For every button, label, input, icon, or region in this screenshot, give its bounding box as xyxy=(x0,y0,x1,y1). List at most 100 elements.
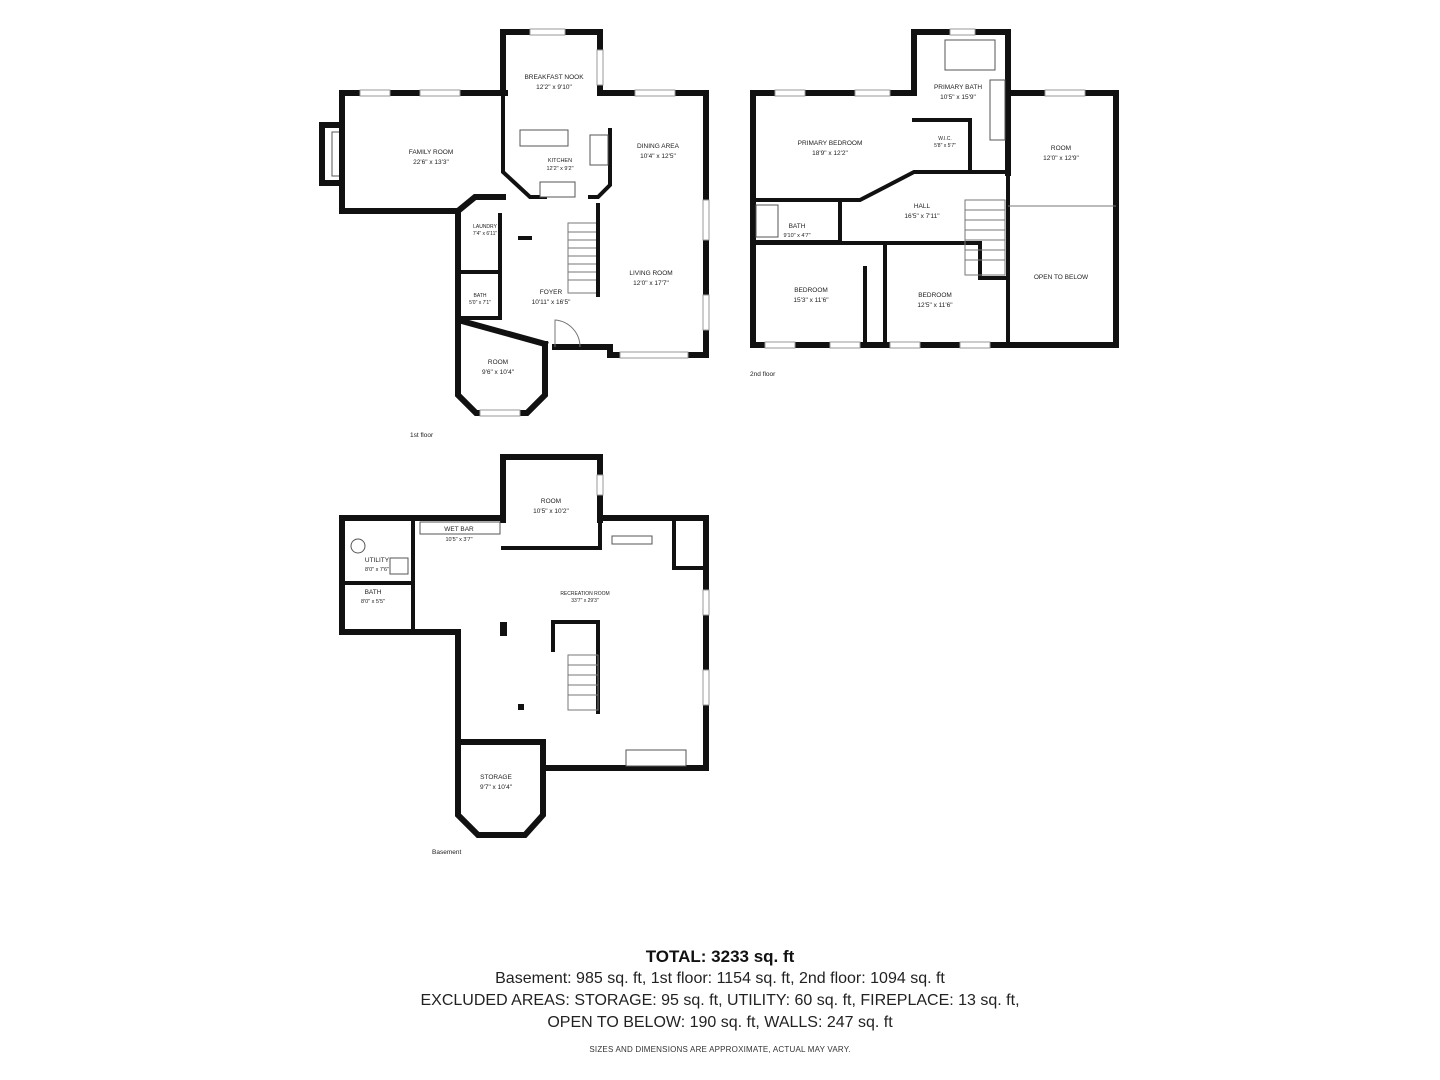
room-name: OPEN TO BELOW xyxy=(1034,274,1089,281)
second-floor-stairs xyxy=(964,199,1006,276)
basement-plan xyxy=(339,454,710,838)
room-size: 12'2" x 9'2" xyxy=(546,166,573,172)
kitchen-wall-right xyxy=(588,128,612,199)
label-breakfast-nook: BREAKFAST NOOK 12'2" x 9'10" xyxy=(524,74,584,91)
room-size: 9'10" x 4'7" xyxy=(783,233,810,239)
wet-bar-counter xyxy=(419,521,501,535)
label-family-room: FAMILY ROOM 22'6" x 13'3" xyxy=(409,149,454,166)
room-name: WET BAR xyxy=(444,526,474,533)
basement-outer-walls xyxy=(339,515,709,771)
room-name: BATH xyxy=(474,293,487,299)
label-bath-1: BATH 5'0" x 7'1" xyxy=(469,293,491,306)
label-bedroom-b: BEDROOM 12'5" x 11'6" xyxy=(917,292,953,309)
label-living-room: LIVING ROOM 12'0" x 17'7" xyxy=(629,270,672,287)
room-name: FOYER xyxy=(540,289,563,296)
first-floor-stairs xyxy=(567,222,599,294)
room-size: 7'4" x 6'11" xyxy=(473,231,497,237)
room-name: ROOM xyxy=(1051,145,1071,152)
label-room-3: ROOM 10'5" x 10'2" xyxy=(533,498,569,515)
room-name: BEDROOM xyxy=(794,287,828,294)
floor-label-basement: Basement xyxy=(432,849,461,856)
room-size: 22'6" x 13'3" xyxy=(413,159,449,166)
label-kitchen: KITCHEN 12'2" x 9'2" xyxy=(546,158,573,172)
room-name: RECREATION ROOM xyxy=(560,591,609,597)
excluded-areas-continued: OPEN TO BELOW: 190 sq. ft, WALLS: 247 sq… xyxy=(547,1014,893,1031)
label-open-to-below: OPEN TO BELOW xyxy=(1034,274,1089,281)
label-storage: STORAGE 9'7" x 10'4" xyxy=(480,774,513,791)
room-name: W.I.C. xyxy=(938,136,952,142)
area-summary: TOTAL: 3233 sq. ft Basement: 985 sq. ft,… xyxy=(0,946,1440,1056)
label-primary-bath: PRIMARY BATH 10'5" x 15'9" xyxy=(934,84,982,101)
label-recreation-room: RECREATION ROOM 33'7" x 29'3" xyxy=(560,591,609,604)
room-size: 9'7" x 10'4" xyxy=(480,784,513,791)
room-name: DINING AREA xyxy=(637,143,680,150)
room-name: BREAKFAST NOOK xyxy=(524,74,584,81)
primary-bedroom-wall xyxy=(751,170,1010,202)
first-floor-plan xyxy=(319,28,710,417)
label-room-2: ROOM 12'0" x 12'9" xyxy=(1043,145,1079,162)
room-name: BATH xyxy=(789,223,806,230)
room-size: 12'2" x 9'10" xyxy=(536,84,572,91)
label-bath-3: BATH 8'0" x 5'5" xyxy=(361,589,385,605)
total-area: TOTAL: 3233 sq. ft xyxy=(645,947,795,966)
room-size: 16'5" x 7'11" xyxy=(904,213,940,220)
basement-stairs xyxy=(567,654,599,711)
room-size: 10'11" x 16'5" xyxy=(532,299,571,306)
breakfast-nook-walls xyxy=(500,29,611,96)
floor-areas: Basement: 985 sq. ft, 1st floor: 1154 sq… xyxy=(495,970,945,987)
disclaimer: SIZES AND DIMENSIONS ARE APPROXIMATE, AC… xyxy=(589,1045,851,1054)
room-name: KITCHEN xyxy=(548,158,572,164)
room-size: 8'0" x 7'6" xyxy=(365,567,389,573)
label-foyer: FOYER 10'11" x 16'5" xyxy=(532,289,571,306)
second-floor-plan xyxy=(750,28,1119,349)
label-room-1: ROOM 9'6" x 10'4" xyxy=(482,359,515,376)
label-bath-2: BATH 9'10" x 4'7" xyxy=(783,223,810,239)
room-name: UTILITY xyxy=(365,557,390,564)
room-size: 8'0" x 5'5" xyxy=(361,599,385,605)
floor-label-second: 2nd floor xyxy=(750,371,776,378)
support-post xyxy=(518,704,524,710)
room-name: LIVING ROOM xyxy=(629,270,672,277)
room-size: 15'3" x 11'6" xyxy=(793,297,829,304)
room-size: 10'5" x 10'2" xyxy=(533,508,569,515)
room-size: 5'8" x 5'7" xyxy=(934,143,956,149)
room-name: PRIMARY BATH xyxy=(934,84,982,91)
room-name: STORAGE xyxy=(480,774,512,781)
support-column xyxy=(500,622,507,636)
label-laundry: LAUNDRY 7'4" x 6'11" xyxy=(473,224,498,237)
kitchen-counter xyxy=(589,134,609,166)
room-size: 12'0" x 12'9" xyxy=(1043,155,1079,162)
label-utility: UTILITY 8'0" x 7'6" xyxy=(365,557,390,573)
storage-walls xyxy=(455,739,546,838)
room-size: 10'5" x 15'9" xyxy=(940,94,976,101)
room-name: PRIMARY BEDROOM xyxy=(798,140,863,147)
label-primary-bedroom: PRIMARY BEDROOM 18'9" x 12'2" xyxy=(798,140,863,157)
floor-plan-drawing: BREAKFAST NOOK 12'2" x 9'10" FAMILY ROOM… xyxy=(319,28,1119,856)
kitchen-wall xyxy=(501,91,547,199)
room-name: ROOM xyxy=(488,359,508,366)
bathtub-2 xyxy=(755,204,779,238)
kitchen-island xyxy=(519,129,569,147)
room-name: LAUNDRY xyxy=(473,224,497,230)
furnace xyxy=(350,538,366,554)
room-size: 12'5" x 11'6" xyxy=(917,302,953,309)
label-hall: HALL 16'5" x 7'11" xyxy=(904,203,940,220)
room-size: 12'0" x 17'7" xyxy=(633,280,669,287)
room-size: 9'6" x 10'4" xyxy=(482,369,515,376)
label-bedroom-a: BEDROOM 15'3" x 11'6" xyxy=(793,287,829,304)
kitchen-range xyxy=(539,181,576,198)
water-heater xyxy=(389,557,409,575)
room-size: 5'0" x 7'1" xyxy=(469,300,491,306)
label-wet-bar: WET BAR 10'5" x 3'7" xyxy=(444,526,474,543)
bathtub xyxy=(944,39,996,71)
room-size: 18'9" x 12'2" xyxy=(812,150,848,157)
room-name: FAMILY ROOM xyxy=(409,149,454,156)
label-wic: W.I.C. 5'8" x 5'7" xyxy=(934,136,956,149)
room-size: 33'7" x 29'3" xyxy=(571,598,599,604)
floor-label-first: 1st floor xyxy=(410,432,434,439)
label-dining-area: DINING AREA 10'4" x 12'5" xyxy=(637,143,680,160)
room-name: BEDROOM xyxy=(918,292,952,299)
room-size: 10'5" x 3'7" xyxy=(445,537,472,543)
room-name: ROOM xyxy=(541,498,561,505)
room-size: 10'4" x 12'5" xyxy=(640,153,676,160)
